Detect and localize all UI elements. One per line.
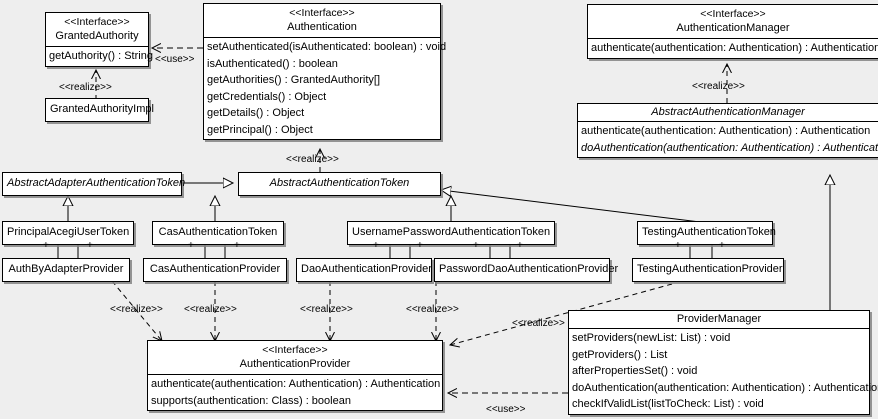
class-name: DaoAuthenticationProvider [301,263,432,275]
class-cas-authentication-provider[interactable]: CasAuthenticationProvider [143,258,287,282]
member-item: doAuthentication(authentication: Authent… [581,141,878,154]
edge-label-realize-dao-provider: <<realize>> [300,304,353,315]
edge-label-realize-testing-provider: <<realize>> [512,318,565,329]
class-header: ProviderManager [569,311,869,328]
class-abstract-adapter-authentication-token[interactable]: AbstractAdapterAuthenticationToken [2,172,186,196]
class-cas-authentication-token[interactable]: CasAuthenticationToken [152,221,284,245]
member-item: getCredentials() : Object [207,90,327,103]
edge-label-realize-abstract-authentication-token: <<realize>> [286,154,339,165]
class-name: GrantedAuthority [55,30,139,42]
multiplicity-plus: + [417,240,423,251]
member-item: authenticate(authentication: Authenticat… [591,42,878,54]
edge-label-realize-abstract-authentication-manager: <<realize>> [692,81,745,92]
class-name: AbstractAuthenticationManager [651,106,805,118]
multiplicity-plus: + [473,240,479,251]
class-header: <<Interface>> AuthenticationManager [588,5,878,38]
member-item: getProviders() : List [572,348,668,361]
class-name: AbstractAdapterAuthenticationToken [7,177,186,189]
class-testing-authentication-provider[interactable]: TestingAuthenticationProvider [632,258,784,282]
member-item: doAuthentication(authentication: Authent… [572,381,878,394]
class-header: <<Interface>> Authentication [204,4,440,37]
class-header: AbstractAuthenticationManager [578,104,878,121]
class-abstract-authentication-token[interactable]: AbstractAuthenticationToken [238,172,441,196]
edge-label-realize-auth-by-adapter-provider: <<realize>> [110,304,163,315]
edge-label-realize-cas-provider: <<realize>> [184,304,237,315]
class-members: authenticate(authentication: Authenticat… [148,374,442,410]
member-item: setProviders(newList: List) : void [572,332,731,344]
multiplicity-plus: + [373,240,379,251]
class-username-password-authentication-token[interactable]: UsernamePasswordAuthenticationToken [347,221,555,245]
class-principal-acegi-user-token[interactable]: PrincipalAcegiUserToken [2,221,134,245]
member-item: getAuthorities() : GrantedAuthority[] [207,74,381,86]
member-item: authenticate(authentication: Authenticat… [151,378,441,390]
class-name: PasswordDaoAuthenticationProvider [439,263,619,275]
class-name: AbstractAuthenticationToken [269,177,410,189]
class-name: Authentication [287,21,357,33]
member-item: setAuthenticated(isAuthenticated: boolea… [207,41,447,53]
multiplicity-plus: + [87,240,93,251]
edge-label-use-provider-manager: <<use>> [486,404,526,415]
class-name: TestingAuthenticationProvider [637,263,783,275]
class-name: PrincipalAcegiUserToken [7,226,130,238]
member-item: isAuthenticated() : boolean [207,57,338,70]
edge-label-realize-password-dao-provider: <<realize>> [406,304,459,315]
member-item: authenticate(authentication: Authenticat… [581,125,871,137]
class-members: getAuthority() : String [46,46,153,66]
edge-label-use-granted-authority: <<use>> [155,54,195,65]
class-name: ProviderManager [676,313,762,325]
class-members: setProviders(newList: List) : void getPr… [569,328,878,414]
class-password-dao-authentication-provider[interactable]: PasswordDaoAuthenticationProvider [434,258,619,282]
member-item: getPrincipal() : Object [207,123,313,136]
class-members: authenticate(authentication: Authenticat… [578,121,878,157]
multiplicity-plus: + [234,240,240,251]
class-authentication-manager[interactable]: <<Interface>> AuthenticationManager auth… [587,4,878,59]
multiplicity-plus: + [719,240,725,251]
member-item: supports(authentication: Class) : boolea… [151,394,351,407]
member-item: checkIfValidList(listToCheck: List) : vo… [572,398,764,410]
member-item: afterPropertiesSet() : void [572,365,698,377]
stereotype-label: <<Interface>> [700,8,766,20]
class-abstract-authentication-manager[interactable]: AbstractAuthenticationManager authentica… [577,103,878,158]
class-name: AuthenticationManager [676,22,790,34]
multiplicity-plus: + [188,240,194,251]
class-name: AuthByAdapterProvider [8,263,124,275]
member-item: getDetails() : Object [207,107,305,119]
class-granted-authority-impl[interactable]: GrantedAuthorityImpl [45,98,154,122]
class-testing-authentication-token[interactable]: TestingAuthenticationToken [637,221,776,245]
class-members: authenticate(authentication: Authenticat… [588,38,878,58]
class-header: <<Interface>> AuthenticationProvider [148,341,442,374]
class-name: TestingAuthenticationToken [642,226,776,238]
class-dao-authentication-provider[interactable]: DaoAuthenticationProvider [296,258,432,282]
class-header: <<Interface>> GrantedAuthority [46,13,148,46]
class-name: AuthenticationProvider [239,358,351,370]
class-auth-by-adapter-provider[interactable]: AuthByAdapterProvider [2,258,130,282]
multiplicity-plus: + [43,240,49,251]
stereotype-label: <<Interface>> [289,7,355,19]
class-authentication-provider[interactable]: <<Interface>> AuthenticationProvider aut… [147,340,443,411]
multiplicity-plus: + [675,240,681,251]
stereotype-label: <<Interface>> [64,16,130,28]
edge-label-realize-granted-authority-impl: <<realize>> [59,82,112,93]
class-name: CasAuthenticationProvider [149,263,281,275]
class-authentication[interactable]: <<Interface>> Authentication setAuthenti… [203,3,447,140]
multiplicity-plus: + [517,240,523,251]
class-name: UsernamePasswordAuthenticationToken [352,226,551,238]
class-members: setAuthenticated(isAuthenticated: boolea… [204,37,447,139]
class-granted-authority[interactable]: <<Interface>> GrantedAuthority getAuthor… [45,12,153,67]
member-item: getAuthority() : String [49,50,153,62]
stereotype-label: <<Interface>> [262,344,328,356]
class-provider-manager[interactable]: ProviderManager setProviders(newList: Li… [568,310,878,415]
class-name: CasAuthenticationToken [158,226,278,238]
class-name: GrantedAuthorityImpl [50,103,154,115]
